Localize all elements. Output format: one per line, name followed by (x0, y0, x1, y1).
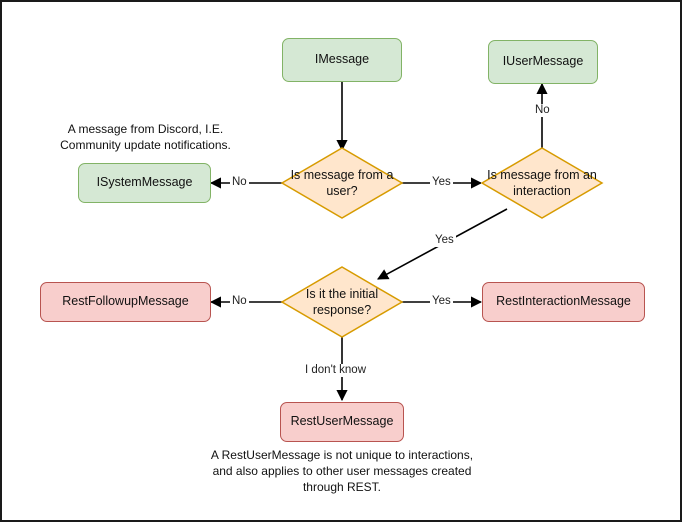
decision-is-initial-response-shape[interactable] (280, 266, 404, 338)
note-system-message: A message from Discord, I.E. Community u… (60, 122, 231, 153)
edge-label-initial-yes: Yes (430, 295, 453, 308)
node-imessage-label: IMessage (314, 52, 370, 67)
edge-label-initial-no: No (230, 295, 249, 308)
note-rest-user-message: A RestUserMessage is not unique to inter… (210, 448, 474, 495)
node-restusermessage-label: RestUserMessage (290, 414, 394, 429)
edge-label-user-no: No (230, 176, 249, 189)
edge-label-dont-know: I don't know (303, 364, 369, 377)
node-isystemmessage[interactable]: ISystemMessage (78, 163, 211, 203)
edge-label-interaction-no: No (533, 104, 552, 117)
decision-is-from-user-shape[interactable] (280, 147, 404, 219)
node-restinteractionmessage-label: RestInteractionMessage (496, 294, 631, 309)
node-iusermessage-label: IUserMessage (502, 54, 584, 69)
node-restinteractionmessage[interactable]: RestInteractionMessage (482, 282, 645, 322)
edge-label-interaction-yes: Yes (433, 234, 456, 247)
node-restusermessage[interactable]: RestUserMessage (280, 402, 404, 442)
node-isystemmessage-label: ISystemMessage (96, 175, 193, 190)
decision-is-from-interaction-shape[interactable] (480, 147, 604, 219)
node-iusermessage[interactable]: IUserMessage (488, 40, 598, 84)
node-restfollowupmessage-label: RestFollowupMessage (62, 294, 189, 309)
edge-label-user-yes: Yes (430, 176, 453, 189)
node-imessage[interactable]: IMessage (282, 38, 402, 82)
node-restfollowupmessage[interactable]: RestFollowupMessage (40, 282, 211, 322)
